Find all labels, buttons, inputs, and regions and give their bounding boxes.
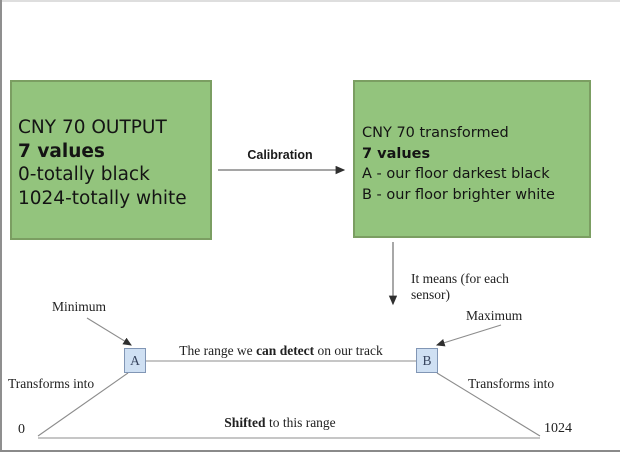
output-box-white: 1024-totally white (18, 187, 187, 209)
node-b-box: B (416, 348, 438, 373)
shifted-label: Shifted to this range (38, 415, 522, 431)
a-to-zero-line (37, 372, 129, 437)
calibration-label: Calibration (247, 148, 313, 162)
shifted-label-bold: Shifted (224, 415, 266, 430)
slide-border-bottom (0, 450, 620, 452)
transformed-box-b: B - our floor brighter white (362, 186, 555, 203)
maximum-arrow (435, 324, 502, 347)
range-label-bold: can detect (256, 343, 315, 358)
transforms-into-right-label: Transforms into (468, 376, 555, 391)
cny70-output-box: CNY 70 OUTPUT 7 values 0-totally black 1… (10, 80, 212, 240)
slide-border-top (0, 0, 620, 2)
maximum-label: Maximum (466, 308, 523, 323)
minimum-arrow (86, 317, 132, 346)
output-box-black: 0-totally black (18, 164, 150, 185)
range-label: The range we can detect on our track (146, 343, 416, 359)
transformed-box-title: CNY 70 transformed (362, 125, 509, 141)
b-to-max-line (436, 372, 541, 437)
scale-max-label: 1024 (544, 421, 572, 436)
node-a-box: A (124, 348, 146, 373)
it-means-label: It means (for each sensor) (411, 271, 509, 302)
range-label-post: on our track (314, 343, 383, 358)
transformed-box-values: 7 values (362, 145, 431, 162)
output-box-values: 7 values (18, 140, 105, 162)
node-a-letter: A (130, 352, 140, 368)
slide-border-left (0, 0, 2, 452)
minimum-label: Minimum (52, 299, 107, 314)
range-label-pre: The range we (179, 343, 257, 358)
cny70-transformed-box: CNY 70 transformed 7 values A - our floo… (353, 80, 591, 238)
shifted-label-post: to this range (265, 415, 336, 430)
transformed-box-a: A - our floor darkest black (362, 166, 550, 182)
output-box-title: CNY 70 OUTPUT (18, 117, 167, 138)
scale-min-label: 0 (18, 422, 25, 437)
transforms-into-left-label: Transforms into (8, 376, 95, 391)
node-b-letter: B (422, 352, 432, 368)
